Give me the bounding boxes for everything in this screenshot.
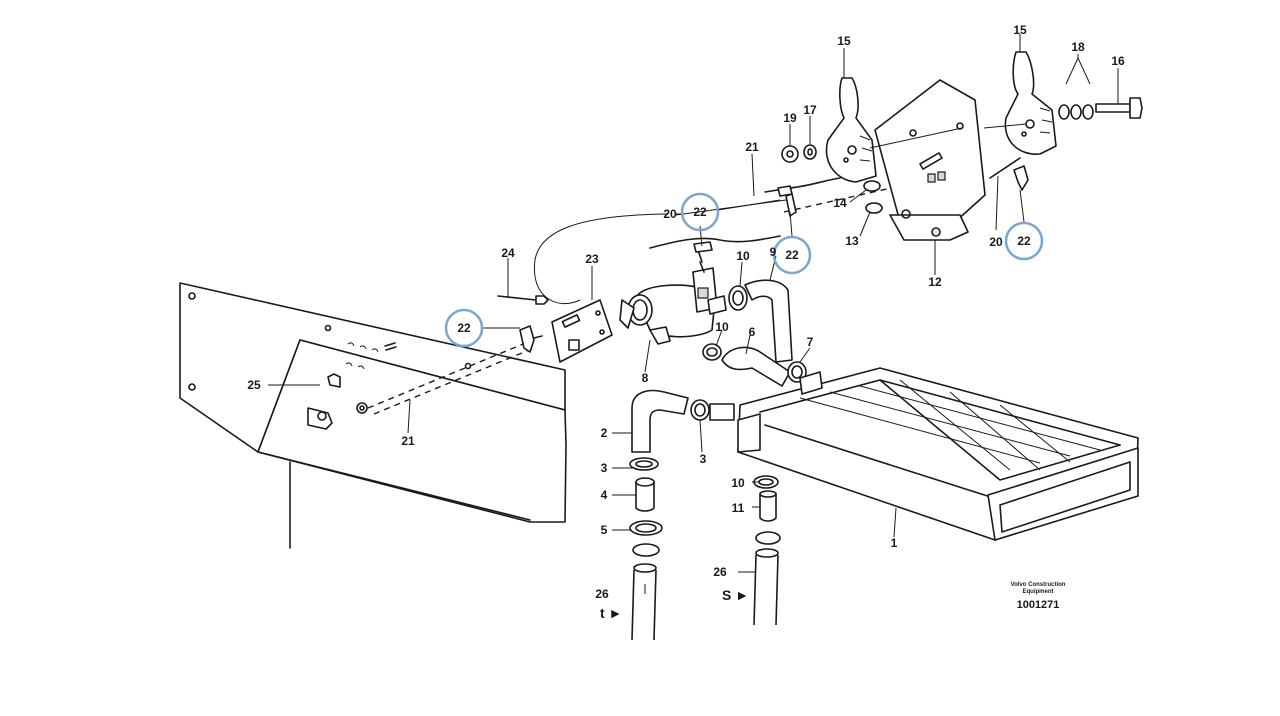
callout-26-left: 26 xyxy=(595,587,609,601)
callout-20-right: 20 xyxy=(989,235,1003,249)
cable-clip-right xyxy=(1013,165,1029,191)
flow-marker-s: S ► xyxy=(722,587,749,603)
water-valve xyxy=(619,249,727,345)
bolt-16 xyxy=(1095,97,1143,119)
dashboard-panel xyxy=(179,282,567,549)
callout-19: 19 xyxy=(783,111,797,125)
document-number: 1001271 xyxy=(1017,599,1060,611)
washer-13 xyxy=(865,202,883,214)
cable-clip-left xyxy=(519,325,543,353)
callout-22-a: 22 xyxy=(457,321,471,335)
mounting-bracket xyxy=(874,79,986,241)
callout-21-lower: 21 xyxy=(401,434,415,448)
nut-19 xyxy=(781,145,799,163)
seal-5 xyxy=(629,520,663,536)
callout-15-left: 15 xyxy=(837,34,851,48)
clamp-10-upper xyxy=(728,285,748,311)
callout-13: 13 xyxy=(845,234,859,248)
heater-core xyxy=(737,367,1139,541)
callout-4: 4 xyxy=(601,488,608,502)
leader-lines xyxy=(268,34,1119,594)
pipe-4 xyxy=(635,477,655,512)
callout-14: 14 xyxy=(833,196,847,210)
callout-10-middle: 10 xyxy=(715,320,729,334)
clamp-3-right xyxy=(690,399,710,421)
callout-22-d: 22 xyxy=(1017,234,1031,248)
callout-25: 25 xyxy=(247,378,261,392)
callout-23: 23 xyxy=(585,252,599,266)
hose-26-right xyxy=(753,548,779,626)
lever-rod xyxy=(497,295,549,305)
callout-12: 12 xyxy=(928,275,942,289)
callout-6: 6 xyxy=(749,325,756,339)
callout-3-right: 3 xyxy=(700,452,707,466)
washers-18 xyxy=(1058,104,1094,120)
cable-clip-middle xyxy=(785,193,797,217)
callout-22-c: 22 xyxy=(785,248,799,262)
quadrant-left xyxy=(825,77,877,183)
callout-24: 24 xyxy=(501,246,515,260)
brand-line-1: Volvo Construction xyxy=(1011,582,1066,588)
quadrant-right xyxy=(1004,51,1057,155)
callout-17: 17 xyxy=(803,103,817,117)
highlight-circle-22-c xyxy=(772,235,812,275)
callout-10-lower: 10 xyxy=(731,476,745,490)
callout-5: 5 xyxy=(601,523,608,537)
callout-18: 18 xyxy=(1071,40,1085,54)
callout-1: 1 xyxy=(891,536,898,550)
callout-20-left: 20 xyxy=(663,207,677,221)
callout-2: 2 xyxy=(601,426,608,440)
control-bracket xyxy=(551,299,613,363)
brand-line-2: Equipment xyxy=(1023,589,1054,595)
flow-marker-t: t ► xyxy=(600,605,622,621)
callout-21-upper: 21 xyxy=(745,140,759,154)
callout-26-right: 26 xyxy=(713,565,727,579)
washer-17 xyxy=(803,144,817,160)
hose-2 xyxy=(631,389,689,453)
highlight-circle-22-d xyxy=(1004,221,1044,261)
callout-11: 11 xyxy=(732,501,745,515)
nut-14 xyxy=(863,180,881,192)
pipe-11 xyxy=(759,490,777,522)
callout-9: 9 xyxy=(770,245,777,259)
callout-22-b: 22 xyxy=(693,205,707,219)
highlight-circle-22-a xyxy=(444,308,484,348)
callout-8: 8 xyxy=(642,371,649,385)
callout-3-left: 3 xyxy=(601,461,608,475)
clamp-10-middle xyxy=(702,343,722,361)
callout-16: 16 xyxy=(1111,54,1125,68)
clamp-3-left xyxy=(629,457,659,471)
callout-10-upper: 10 xyxy=(736,249,750,263)
highlight-circle-22-b xyxy=(680,192,720,232)
hose-6 xyxy=(721,346,791,387)
callout-15-right: 15 xyxy=(1013,23,1027,37)
hose-26-left xyxy=(631,563,657,641)
callout-7: 7 xyxy=(807,335,814,349)
